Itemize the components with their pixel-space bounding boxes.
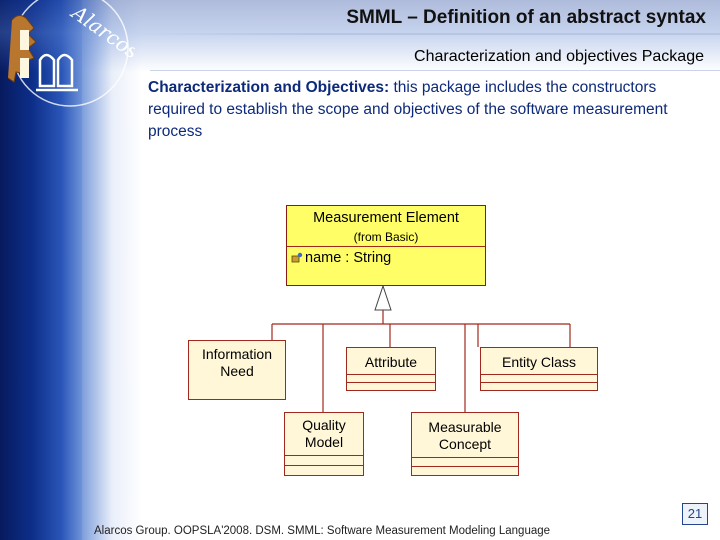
class-name-line2: Concept [412, 436, 518, 453]
page-number: 21 [682, 503, 708, 525]
subtitle-divider [150, 70, 720, 71]
class-name: Measurement Element [287, 210, 485, 226]
intro-paragraph: Characterization and Objectives: this pa… [148, 77, 693, 143]
class-attribute: Attribute [346, 347, 436, 391]
class-measurable-concept: Measurable Concept [411, 412, 519, 476]
class-information-need: Information Need [188, 340, 286, 400]
slide-title: SMML – Definition of an abstract syntax [346, 7, 706, 29]
class-entity-class: Entity Class [480, 347, 598, 391]
class-stereotype: (from Basic) [287, 230, 485, 244]
intro-term: Characterization and Objectives: [148, 79, 389, 96]
slide-subtitle: Characterization and objectives Package [414, 48, 704, 66]
class-name: Entity Class [481, 354, 597, 371]
attribute-icon [291, 252, 303, 264]
class-name: Attribute [347, 354, 435, 371]
footer-text: Alarcos Group. OOPSLA'2008. DSM. SMML: S… [94, 525, 550, 537]
uml-diagram: Measurement Element (from Basic) name : … [180, 200, 600, 490]
class-name-line2: Need [189, 363, 285, 380]
generalization-arrow [375, 286, 391, 310]
class-name-line1: Information [189, 346, 285, 363]
title-divider [128, 33, 720, 35]
logo-text: Alarcos [66, 0, 135, 64]
class-name-line1: Measurable [412, 419, 518, 436]
class-attribute: name : String [305, 250, 391, 266]
class-quality-model: Quality Model [284, 412, 364, 476]
class-measurement-element: Measurement Element (from Basic) name : … [286, 205, 486, 286]
class-name-line2: Model [285, 434, 363, 451]
class-name-line1: Quality [285, 417, 363, 434]
alarcos-logo: Alarcos [0, 0, 135, 110]
